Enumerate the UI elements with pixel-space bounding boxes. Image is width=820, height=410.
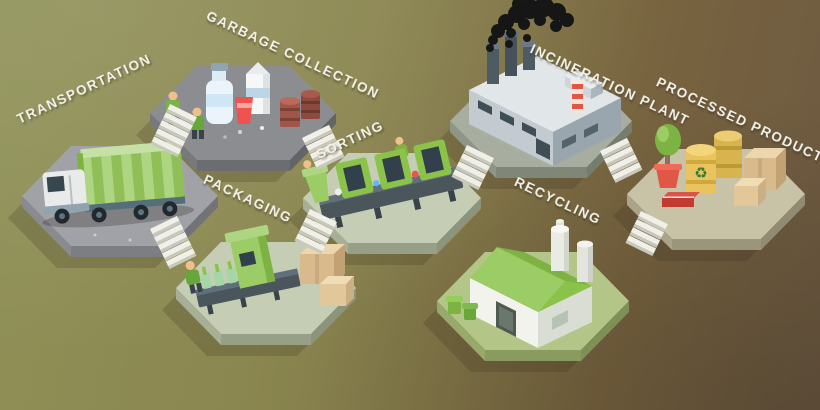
staircase: [600, 137, 643, 183]
staircase: [150, 215, 197, 269]
product-barrel-icon: ♻: [686, 130, 742, 194]
incineration-plant-building: [469, 0, 621, 166]
recycle-icon: ♻: [694, 164, 707, 182]
recycle-bin-icon: [446, 296, 478, 320]
packaging-machine: [184, 224, 301, 315]
staircase: [150, 104, 197, 158]
plastic-bottle-icon: [206, 63, 233, 124]
factory-windows: [478, 100, 550, 160]
bottles-on-belt: [200, 260, 238, 289]
staircase: [451, 145, 494, 191]
label-transportation: TRANSPORTATION: [15, 51, 154, 126]
recycling-building: [446, 219, 593, 348]
worker-figure: [184, 260, 203, 294]
red-cup-icon: [235, 97, 253, 124]
red-book-icon: [662, 192, 700, 207]
cardboard-box-icon: [734, 148, 786, 206]
stairs: [150, 104, 668, 269]
factory-windows-side: [562, 123, 598, 149]
processed-products: ♻: [654, 124, 786, 207]
truck-shadow: [42, 205, 194, 228]
truck-wheels: [54, 201, 178, 224]
white-silo-icon: [551, 219, 593, 282]
striped-chimney-icon: [570, 79, 585, 114]
garage-door: [496, 301, 516, 337]
staircase: [294, 209, 337, 255]
staircase: [625, 211, 668, 257]
potted-tree-icon: [654, 124, 682, 188]
black-smoke: [486, 0, 574, 52]
staircase: [302, 124, 345, 170]
waste-barrel-icon: [280, 90, 320, 127]
side-window: [552, 310, 568, 330]
sorting-arches: [335, 139, 452, 199]
